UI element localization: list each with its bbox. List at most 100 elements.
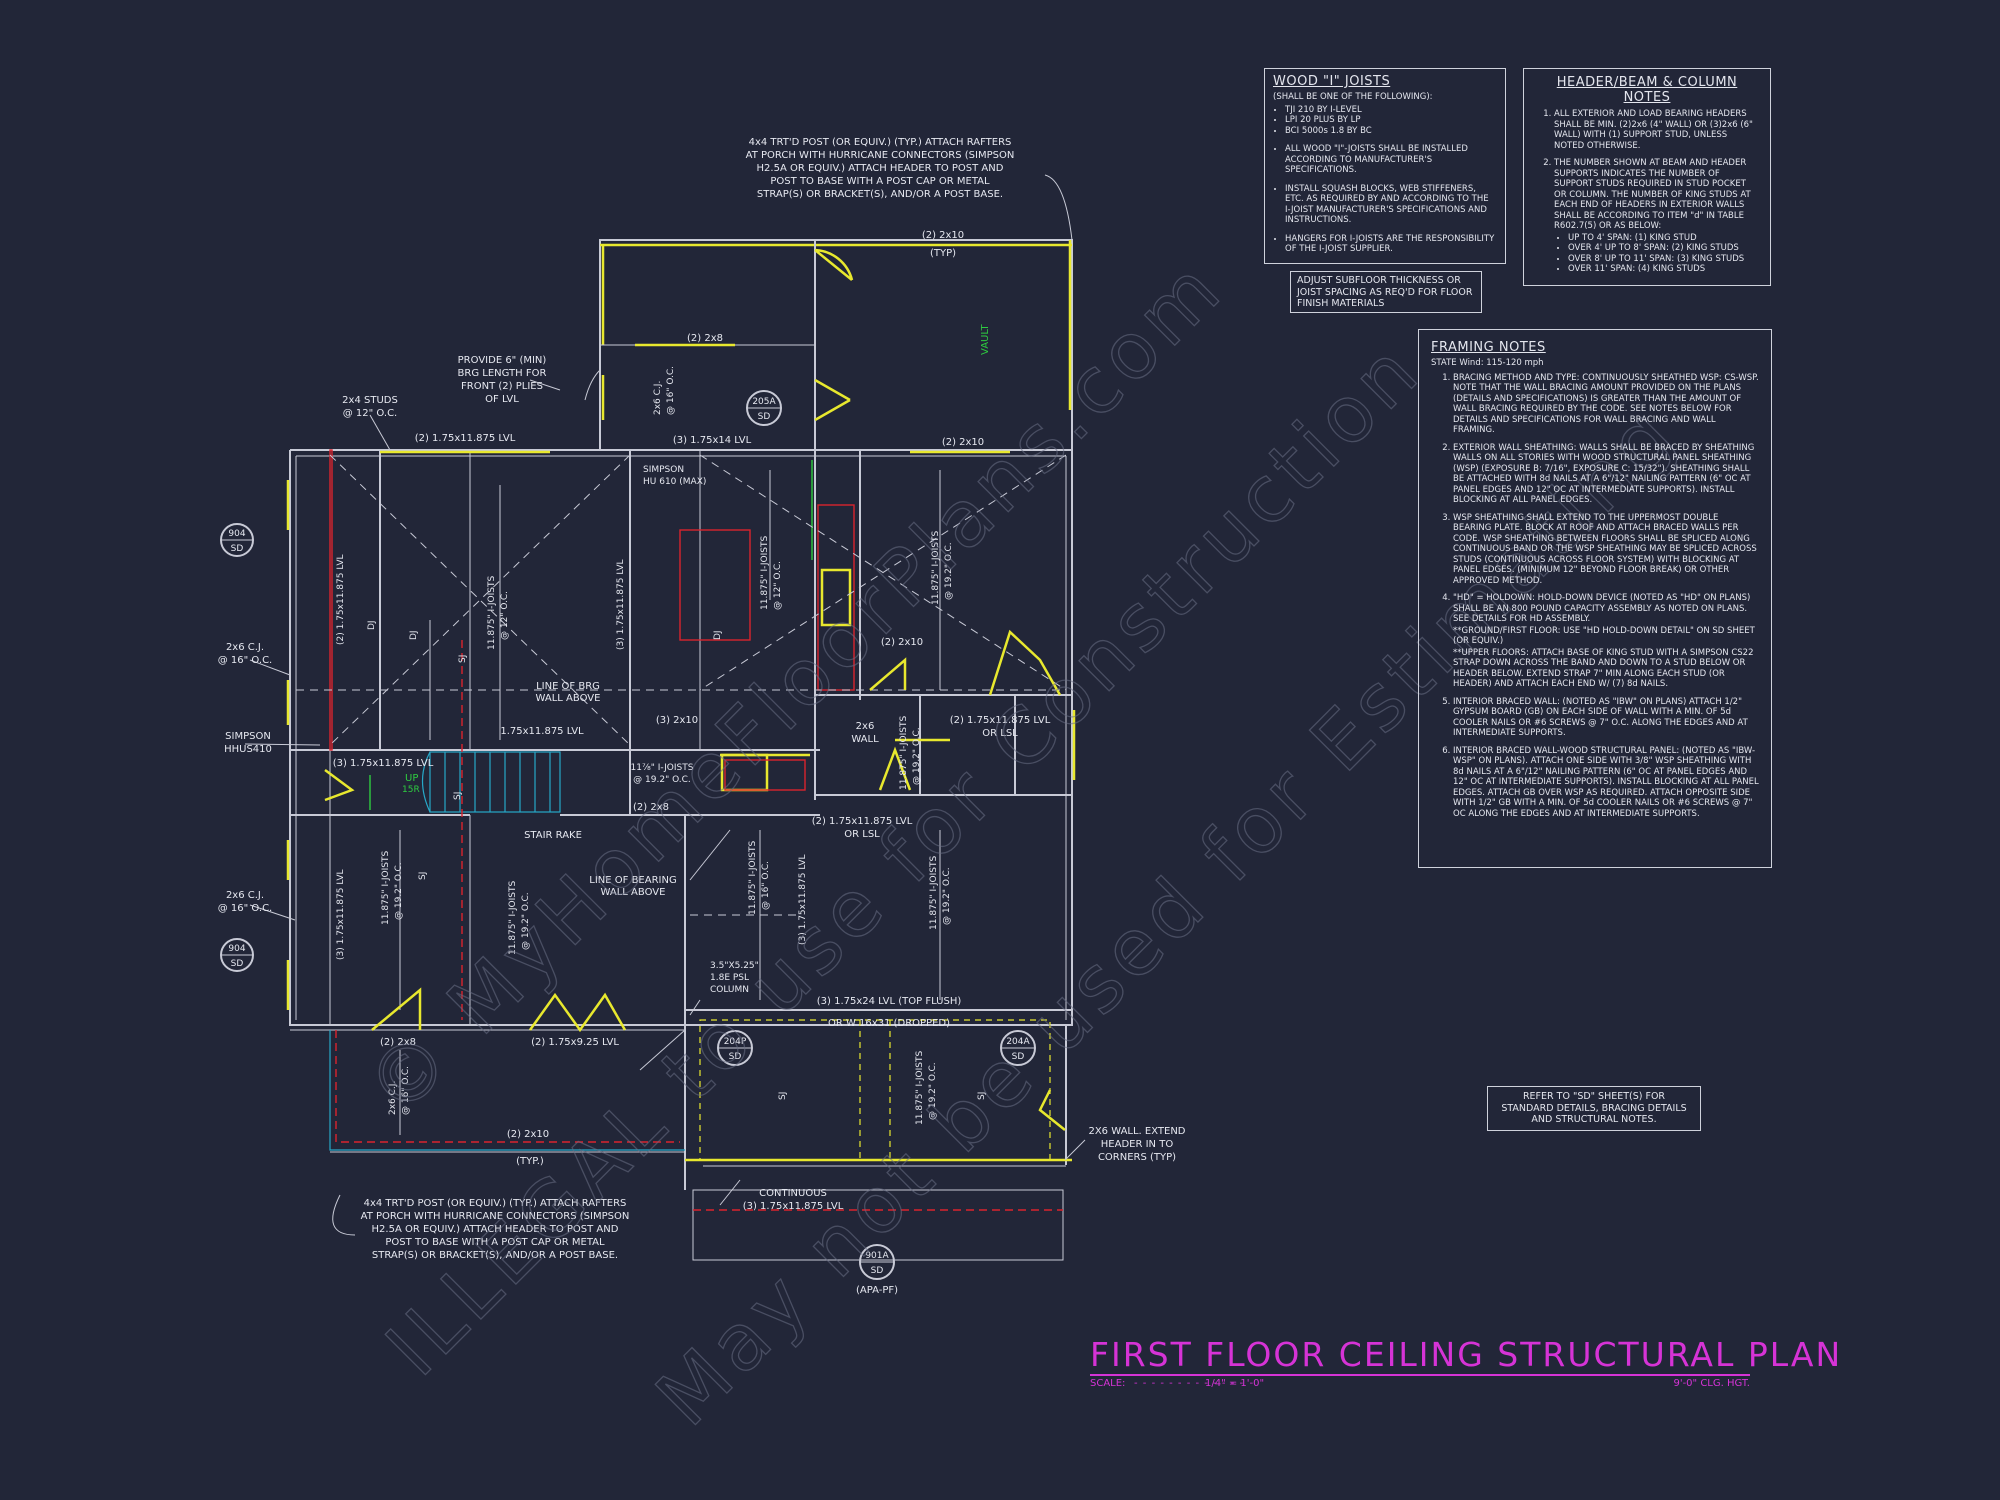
svg-text:@ 16" O.C.: @ 16" O.C. (401, 1066, 411, 1115)
svg-text:1.75x11.875 LVL: 1.75x11.875 LVL (500, 726, 584, 737)
svg-text:PROVIDE 6" (MIN): PROVIDE 6" (MIN) (458, 355, 547, 366)
svg-text:WALL ABOVE: WALL ABOVE (536, 693, 601, 704)
framing-sub-item: **UPPER FLOORS: ATTACH BASE OF KING STUD… (1453, 647, 1754, 690)
joists-subtitle: (SHALL BE ONE OF THE FOLLOWING): (1273, 92, 1433, 102)
svg-text:11.875" I-JOISTS: 11.875" I-JOISTS (487, 576, 497, 650)
svg-text:SD: SD (231, 959, 244, 969)
framing-note-item: WSP SHEATHING SHALL EXTEND TO THE UPPERM… (1453, 513, 1759, 587)
svg-text:DJ: DJ (367, 620, 377, 630)
svg-text:(TYP): (TYP) (930, 248, 956, 259)
svg-text:BRG LENGTH FOR: BRG LENGTH FOR (458, 368, 547, 379)
svg-text:(2) 2x8: (2) 2x8 (633, 802, 669, 813)
svg-text:POST TO BASE WITH A POST CAP O: POST TO BASE WITH A POST CAP OR METAL (770, 176, 990, 187)
refer-sd-note: REFER TO "SD" SHEET(S) FOR STANDARD DETA… (1487, 1086, 1701, 1131)
svg-text:CORNERS (TYP): CORNERS (TYP) (1098, 1152, 1176, 1163)
svg-text:SIMPSON: SIMPSON (225, 731, 271, 742)
header-note-item: ALL EXTERIOR AND LOAD BEARING HEADERS SH… (1554, 109, 1760, 151)
svg-text:OF LVL: OF LVL (485, 394, 519, 405)
svg-text:STRAP(S) OR BRACKET(S), AND/OR: STRAP(S) OR BRACKET(S), AND/OR A POST BA… (757, 189, 1003, 200)
doors (324, 629, 1066, 1131)
subfloor-note: ADJUST SUBFLOOR THICKNESS OR JOIST SPACI… (1290, 271, 1482, 313)
svg-text:H2.5A OR EQUIV.) ATTACH HEADER: H2.5A OR EQUIV.) ATTACH HEADER TO POST A… (757, 163, 1004, 174)
joists-title: WOOD "I" JOISTS (1273, 74, 1391, 89)
tag-901a[interactable]: 901A SD (859, 1244, 895, 1280)
tag-204a[interactable]: 204A SD (1000, 1030, 1036, 1066)
svg-text:11.875" I-JOISTS: 11.875" I-JOISTS (508, 881, 518, 955)
plan-labels: 4x4 TRT'D POST (OR EQUIV.) (TYP.) ATTACH… (218, 137, 1186, 1296)
drawing-title-block: FIRST FLOOR CEILING STRUCTURAL PLAN SCAL… (1090, 1335, 1843, 1392)
svg-text:(2) 2x10: (2) 2x10 (942, 437, 984, 448)
svg-text:11.875" I-JOISTS: 11.875" I-JOISTS (760, 536, 770, 610)
svg-text:(3) 1.75x14 LVL: (3) 1.75x14 LVL (673, 435, 752, 446)
svg-text:OR W 16x31 (DROPPED): OR W 16x31 (DROPPED) (828, 1018, 950, 1029)
svg-text:(3) 2x10: (3) 2x10 (656, 715, 698, 726)
beams (286, 450, 1076, 1167)
svg-text:(2) 1.75x11.875 LVL: (2) 1.75x11.875 LVL (812, 816, 913, 827)
svg-text:4x4 TRT'D POST (OR EQUIV.) (TY: 4x4 TRT'D POST (OR EQUIV.) (TYP.) ATTACH… (749, 137, 1012, 148)
tag-904-bottom[interactable]: 904 SD (220, 938, 254, 972)
tag-205a[interactable]: 205A SD (746, 390, 782, 426)
svg-text:(2) 1.75x11.875 LVL: (2) 1.75x11.875 LVL (950, 715, 1051, 726)
kitchen-cabinets (329, 449, 855, 810)
svg-text:WALL: WALL (851, 734, 879, 745)
svg-text:(3) 1.75x11.875 LVL: (3) 1.75x11.875 LVL (336, 869, 346, 960)
svg-text:(APA-PF): (APA-PF) (856, 1285, 898, 1296)
svg-text:SJ: SJ (778, 1092, 788, 1100)
svg-text:COLUMN: COLUMN (710, 985, 749, 995)
svg-text:LINE OF BEARING: LINE OF BEARING (589, 875, 676, 886)
svg-text:@ 16" O.C.: @ 16" O.C. (761, 861, 771, 910)
svg-text:204P: 204P (724, 1037, 747, 1047)
drawing-title: FIRST FLOOR CEILING STRUCTURAL PLAN (1090, 1335, 1843, 1374)
svg-text:11.875" I-JOISTS: 11.875" I-JOISTS (931, 531, 941, 605)
svg-text:AT PORCH WITH HURRICANE CONNEC: AT PORCH WITH HURRICANE CONNECTORS (SIMP… (361, 1211, 630, 1222)
svg-text:@ 19.2" O.C.: @ 19.2" O.C. (521, 892, 531, 950)
framing-note-item: EXTERIOR WALL SHEATHING: WALLS SHALL BE … (1453, 443, 1759, 506)
svg-text:AT PORCH WITH HURRICANE CONNEC: AT PORCH WITH HURRICANE CONNECTORS (SIMP… (746, 150, 1015, 161)
svg-text:POST TO BASE WITH A POST CAP O: POST TO BASE WITH A POST CAP OR METAL (385, 1237, 605, 1248)
framing-notes-title: FRAMING NOTES (1431, 340, 1546, 355)
svg-text:@ 16" O.C.: @ 16" O.C. (218, 903, 273, 914)
title-underline (1090, 1374, 1750, 1376)
tag-204p[interactable]: 204P SD (717, 1030, 753, 1066)
svg-text:(3) 1.75x11.875 LVL: (3) 1.75x11.875 LVL (743, 1201, 844, 1212)
svg-text:11.875" I-JOISTS: 11.875" I-JOISTS (748, 841, 758, 915)
svg-text:2x6 C.J.: 2x6 C.J. (226, 642, 264, 653)
svg-text:SD: SD (758, 412, 771, 422)
svg-text:DJ: DJ (409, 630, 419, 640)
svg-text:@ 19.2" O.C.: @ 19.2" O.C. (912, 727, 922, 785)
svg-text:@ 12" O.C.: @ 12" O.C. (500, 591, 510, 640)
joist-cross-lines (296, 454, 1067, 916)
svg-text:@ 19.2" O.C.: @ 19.2" O.C. (928, 1062, 938, 1120)
header-note-item: THE NUMBER SHOWN AT BEAM AND HEADER SUPP… (1554, 158, 1760, 232)
svg-text:CONTINUOUS: CONTINUOUS (759, 1188, 827, 1199)
svg-text:11.875" I-JOISTS: 11.875" I-JOISTS (915, 1051, 925, 1125)
vertical-joist-labels: 2x6 C.J. @ 16" O.C. DJ DJ SJ DJ SJ SJ SJ… (336, 366, 987, 1125)
tag-904-top[interactable]: 904 SD (220, 523, 254, 557)
svg-text:4x4 TRT'D POST (OR EQUIV.) (TY: 4x4 TRT'D POST (OR EQUIV.) (TYP.) ATTACH… (364, 1198, 627, 1209)
svg-text:2x6 C.J.: 2x6 C.J. (388, 1081, 398, 1115)
svg-text:HU 610 (MAX): HU 610 (MAX) (643, 477, 706, 487)
svg-text:SIMPSON: SIMPSON (643, 465, 684, 475)
svg-text:2x6 C.J.: 2x6 C.J. (226, 890, 264, 901)
svg-text:2X6 WALL. EXTEND: 2X6 WALL. EXTEND (1088, 1126, 1185, 1137)
svg-text:SJ: SJ (977, 1092, 987, 1100)
svg-text:LINE OF BRG: LINE OF BRG (536, 681, 600, 692)
provide-brg-note: PROVIDE 6" (MIN) BRG LENGTH FOR FRONT (2… (458, 355, 547, 405)
ceiling-height: 9'-0" CLG. HGT. (1673, 1378, 1750, 1389)
svg-text:204A: 204A (1006, 1037, 1030, 1047)
scale-row: SCALE: - - - - - - - - - - - - - 1/4" = … (1090, 1378, 1750, 1392)
svg-text:2x4 STUDS: 2x4 STUDS (342, 395, 398, 406)
framing-notes: FRAMING NOTES STATE Wind: 115-120 mph BR… (1418, 329, 1772, 868)
framing-note-item: INTERIOR BRACED WALL-WOOD STRUCTURAL PAN… (1453, 746, 1759, 820)
svg-text:(2) 2x10: (2) 2x10 (922, 230, 964, 241)
svg-text:(2) 2x8: (2) 2x8 (380, 1037, 416, 1048)
bottom-left-porch (329, 1030, 685, 1153)
svg-text:2x6: 2x6 (856, 721, 875, 732)
section-tags: 904 SD 904 SD 205A SD 204P SD 204A SD (220, 390, 1036, 1280)
svg-text:OR LSL: OR LSL (844, 829, 880, 840)
svg-text:(TYP.): (TYP.) (516, 1156, 544, 1167)
bottom-porch (692, 1019, 1064, 1261)
svg-text:@ 19.2" O.C.: @ 19.2" O.C. (394, 862, 404, 920)
subfloor-note-text: ADJUST SUBFLOOR THICKNESS OR JOIST SPACI… (1297, 275, 1473, 309)
joist-note: ALL WOOD "I"-JOISTS SHALL BE INSTALLED A… (1285, 144, 1497, 176)
